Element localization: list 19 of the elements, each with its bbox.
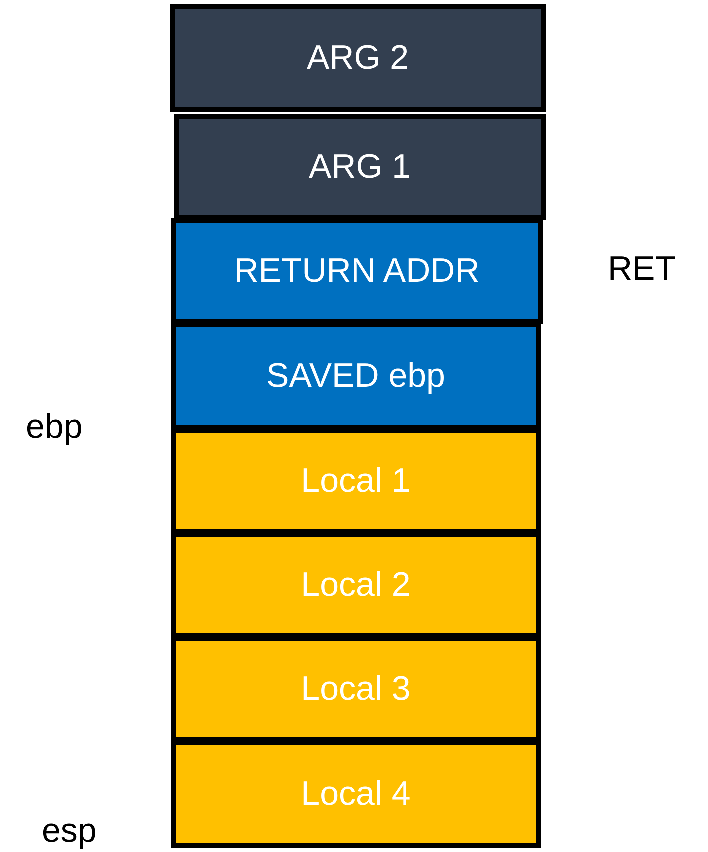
stack-slot <box>174 114 546 220</box>
slot-label: ARG 2 <box>306 38 410 78</box>
slot-label: Local 4 <box>301 774 411 814</box>
stack-slot <box>171 322 541 430</box>
slot-label: RETURN ADDR <box>234 252 480 290</box>
slot-label: Local 3 <box>301 670 411 708</box>
slot-label: Local 1 <box>301 462 411 500</box>
slot-label: Local 2 <box>301 566 411 604</box>
stack-slot <box>171 636 541 742</box>
register-label: esp <box>42 812 97 851</box>
stack-slot <box>171 218 543 324</box>
stack-slot <box>170 4 546 112</box>
stack-slot <box>171 428 541 534</box>
stack-slot <box>171 740 541 848</box>
slot-label: ARG 1 <box>308 148 412 186</box>
register-label: RET <box>608 250 676 289</box>
stack-slot <box>171 532 541 638</box>
register-label: ebp <box>26 408 83 447</box>
slot-label: SAVED ebp <box>266 356 446 396</box>
